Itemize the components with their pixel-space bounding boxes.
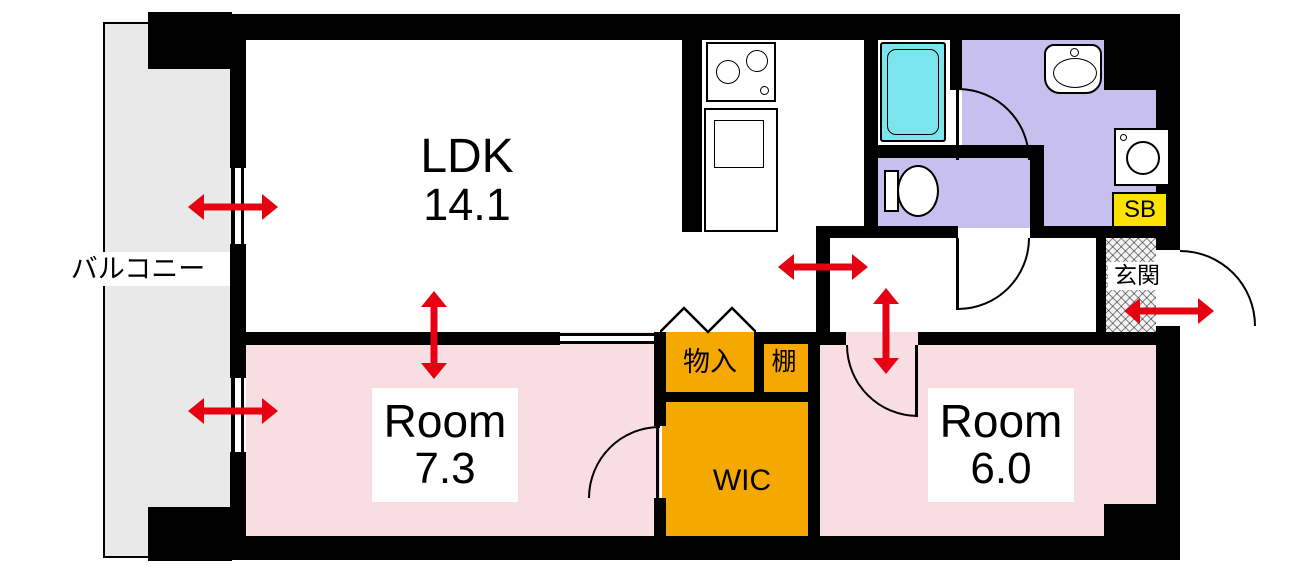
toilet-icon xyxy=(884,162,942,220)
arrow-shaft xyxy=(202,407,264,415)
wall-hall-bedroom2-b xyxy=(918,332,1156,345)
door-leaf-bath xyxy=(956,88,959,160)
wall-entrance-step xyxy=(1096,228,1106,332)
wall-pillar-bottom-right xyxy=(1104,504,1180,560)
shoe-box: SB xyxy=(1112,192,1168,228)
bathtub-inner-line xyxy=(887,49,939,135)
ldk-label: LDK 14.1 xyxy=(403,118,531,242)
balcony-area xyxy=(103,22,233,558)
entrance-label: 玄関 xyxy=(1108,262,1166,290)
bedroom1-label: Room 7.3 xyxy=(372,388,518,502)
bedroom1-area-value: 7.3 xyxy=(414,444,476,494)
wall-toilet-right xyxy=(1030,158,1044,228)
balcony-label: バルコニー xyxy=(46,252,230,286)
burner-icon xyxy=(716,60,740,84)
arrow-shaft xyxy=(1138,307,1200,315)
wall-left-b xyxy=(230,244,246,378)
wall-ldk-bedroom1 xyxy=(246,332,560,345)
bedroom2-name: Room xyxy=(939,395,1063,448)
wall-hall-bedroom2-a xyxy=(816,332,846,345)
wall-kitchen xyxy=(682,40,702,232)
washing-machine-icon xyxy=(1114,128,1170,186)
shelf-label-text: 棚 xyxy=(771,348,797,376)
wall-left-c xyxy=(230,452,246,536)
wall-pillar-top-left xyxy=(148,12,232,69)
wall-bottom xyxy=(232,536,1180,560)
opening-arrow-ldk-hall xyxy=(778,252,868,282)
stove-icon xyxy=(706,42,776,102)
ldk-area-value: 14.1 xyxy=(423,178,511,230)
shelf-label: 棚 xyxy=(760,344,808,380)
wall-bath-left xyxy=(864,40,878,228)
wall-wic-left-a xyxy=(654,332,666,426)
bedroom2-label: Room 6.0 xyxy=(928,388,1074,502)
bedroom1-name: Room xyxy=(383,395,507,448)
toilet-bowl xyxy=(897,165,939,217)
door-leaf-wic xyxy=(656,426,659,498)
closet-label-text: 物入 xyxy=(683,346,737,377)
wall-bath-right xyxy=(950,40,962,90)
opening-arrow-entrance xyxy=(1124,296,1214,326)
sliding-partition-ldk xyxy=(560,333,654,344)
wall-hall-left xyxy=(816,226,830,344)
opening-arrow-balcony-ldk xyxy=(188,192,278,222)
opening-arrow-balcony-bedroom1 xyxy=(188,396,278,426)
shoe-box-label: SB xyxy=(1123,196,1156,223)
wall-top xyxy=(232,14,1180,40)
opening-arrow-hall-bedroom2 xyxy=(871,288,901,374)
wall-wic-divider-h xyxy=(666,392,808,402)
door-leaf-bedroom2 xyxy=(915,345,918,417)
wic-area xyxy=(662,332,812,536)
wall-hall-top-a xyxy=(816,226,958,238)
wall-wic-right xyxy=(808,332,820,536)
wic-label: WIC xyxy=(698,460,786,502)
wall-left-a xyxy=(230,40,246,168)
bathtub-icon xyxy=(880,42,946,142)
closet-label: 物入 xyxy=(666,344,754,380)
kitchen-sink-icon xyxy=(714,120,764,168)
washer-drum xyxy=(1126,141,1160,175)
arrow-shaft xyxy=(430,305,438,365)
faucet-icon xyxy=(1070,48,1079,57)
wall-wic-divider-v xyxy=(754,332,764,402)
washbasin-icon xyxy=(1044,44,1102,94)
balcony-label-text: バルコニー xyxy=(70,253,206,284)
arrow-shaft xyxy=(792,263,854,271)
door-swing-arc-toilet xyxy=(958,238,1030,310)
wall-wic-left-b xyxy=(654,498,666,536)
opening-arrow-ldk-bedroom1 xyxy=(419,291,449,379)
burner-icon xyxy=(746,50,768,72)
wall-hall-top-b xyxy=(1030,226,1156,238)
ldk-name: LDK xyxy=(420,129,514,183)
burner-icon xyxy=(760,86,769,95)
washer-knob xyxy=(1120,134,1127,141)
basin-bowl xyxy=(1053,58,1097,88)
kitchen-counter-icon xyxy=(704,108,778,232)
wic-label-text: WIC xyxy=(712,464,772,498)
arrow-shaft xyxy=(202,203,264,211)
folding-door-icon xyxy=(660,306,756,334)
entrance-label-text: 玄関 xyxy=(1114,262,1160,289)
bedroom2-area-value: 6.0 xyxy=(970,444,1032,494)
wall-pillar-bottom-left xyxy=(148,507,232,561)
arrow-shaft xyxy=(882,302,890,360)
wall-shelf-top xyxy=(754,332,820,344)
wall-pillar-top-right xyxy=(1104,14,1180,90)
door-leaf-toilet xyxy=(956,238,959,310)
